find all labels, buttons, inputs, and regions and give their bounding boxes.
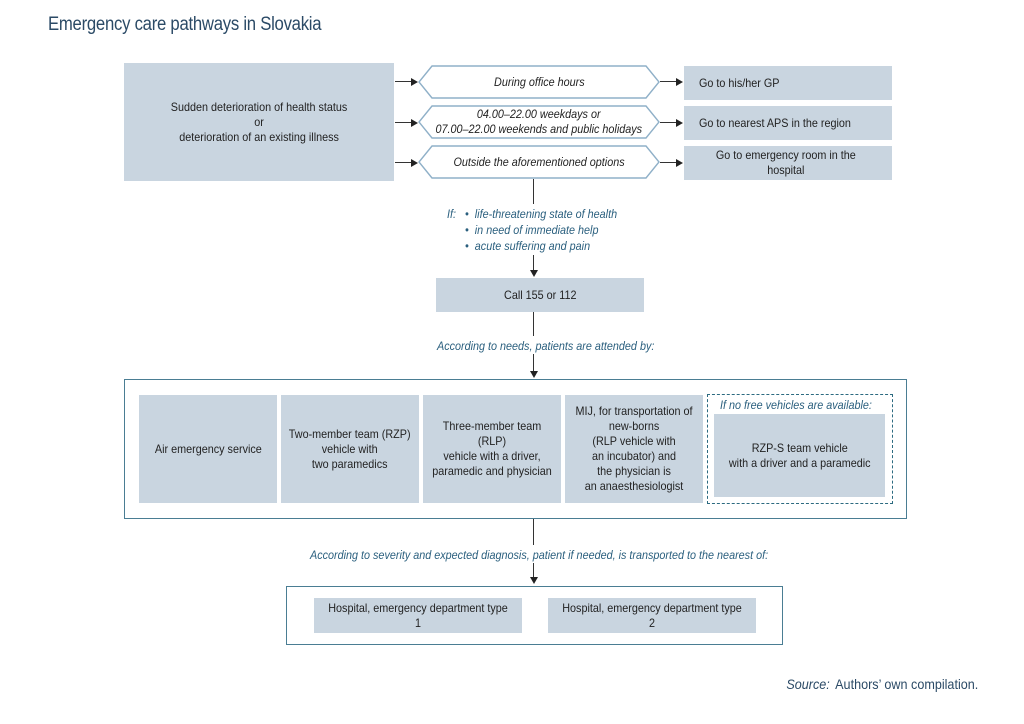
connector-line [660, 122, 678, 124]
start-line-1: Sudden deterioration of health status [170, 99, 348, 114]
hospitals-frame [286, 586, 783, 645]
hexagon-shape [418, 145, 660, 179]
source-label: Source: [786, 676, 830, 692]
condition-text: 07.00–22.00 weekends and public holidays [435, 122, 643, 136]
call-box: Call 155 or 112 [436, 278, 644, 312]
hexagon-shape [418, 105, 660, 139]
attended-note: According to needs, patients are attende… [437, 339, 655, 353]
connector-line [533, 354, 535, 372]
connector-line [395, 122, 413, 124]
arrow-right-icon [411, 158, 418, 167]
destination-label: Go to emergency room in the hospital [715, 148, 856, 177]
start-box: Sudden deterioration of health status or… [124, 63, 394, 181]
connector-line [660, 162, 678, 164]
source-caption: Source:Authors’ own compilation. [786, 676, 978, 692]
destination-emergency-room: Go to emergency room in the hospital [684, 146, 892, 180]
connector-line [660, 81, 678, 83]
arrow-right-icon [411, 77, 418, 86]
connector-line [533, 519, 535, 545]
start-line-2: or [254, 114, 264, 129]
arrow-down-icon [529, 577, 538, 584]
fallback-frame [707, 394, 893, 504]
criteria-item: • life-threatening state of health [465, 207, 618, 221]
condition-aps-hours: 04.00–22.00 weekdays or 07.00–22.00 week… [418, 105, 660, 139]
arrow-right-icon [676, 158, 683, 167]
criteria-item: • acute suffering and pain [465, 239, 591, 253]
arrow-down-icon [529, 270, 538, 277]
fallback-note: If no free vehicles are available: [720, 398, 872, 412]
criteria-item: • in need of immediate help [465, 223, 599, 237]
source-text: Authors’ own compilation. [834, 676, 978, 692]
start-line-3: deterioration of an existing illness [179, 129, 339, 144]
service-air: Air emergency service [139, 395, 277, 503]
hospital-type-1: Hospital, emergency department type 1 [314, 598, 522, 633]
condition-outside-options: Outside the aforementioned options [418, 145, 660, 179]
condition-text: 04.00–22.00 weekdays or [477, 107, 601, 121]
destination-aps: Go to nearest APS in the region [684, 106, 892, 140]
condition-text: During office hours [493, 74, 585, 89]
connector-line [395, 81, 413, 83]
connector-line [395, 162, 413, 164]
criteria-prefix: If: [447, 207, 457, 221]
services-frame [124, 379, 907, 519]
page-title: Emergency care pathways in Slovakia [48, 14, 322, 35]
service-rlp: Three-member team (RLP)vehicle with a dr… [423, 395, 561, 503]
destination-gp: Go to his/her GP [684, 66, 892, 100]
arrow-right-icon [411, 118, 418, 127]
condition-office-hours: During office hours [418, 65, 660, 99]
destination-label: Go to nearest APS in the region [699, 115, 851, 130]
connector-line [533, 255, 535, 271]
arrow-right-icon [676, 77, 683, 86]
connector-line [533, 179, 535, 204]
connector-line [533, 312, 535, 336]
hospital-type-2: Hospital, emergency department type 2 [548, 598, 756, 633]
destination-label: Go to his/her GP [699, 75, 780, 90]
transport-note: According to severity and expected diagn… [310, 548, 769, 562]
condition-text: Outside the aforementioned options [453, 154, 625, 169]
arrow-down-icon [529, 371, 538, 378]
arrow-right-icon [676, 118, 683, 127]
connector-line [533, 563, 535, 578]
hexagon-shape [418, 65, 660, 99]
